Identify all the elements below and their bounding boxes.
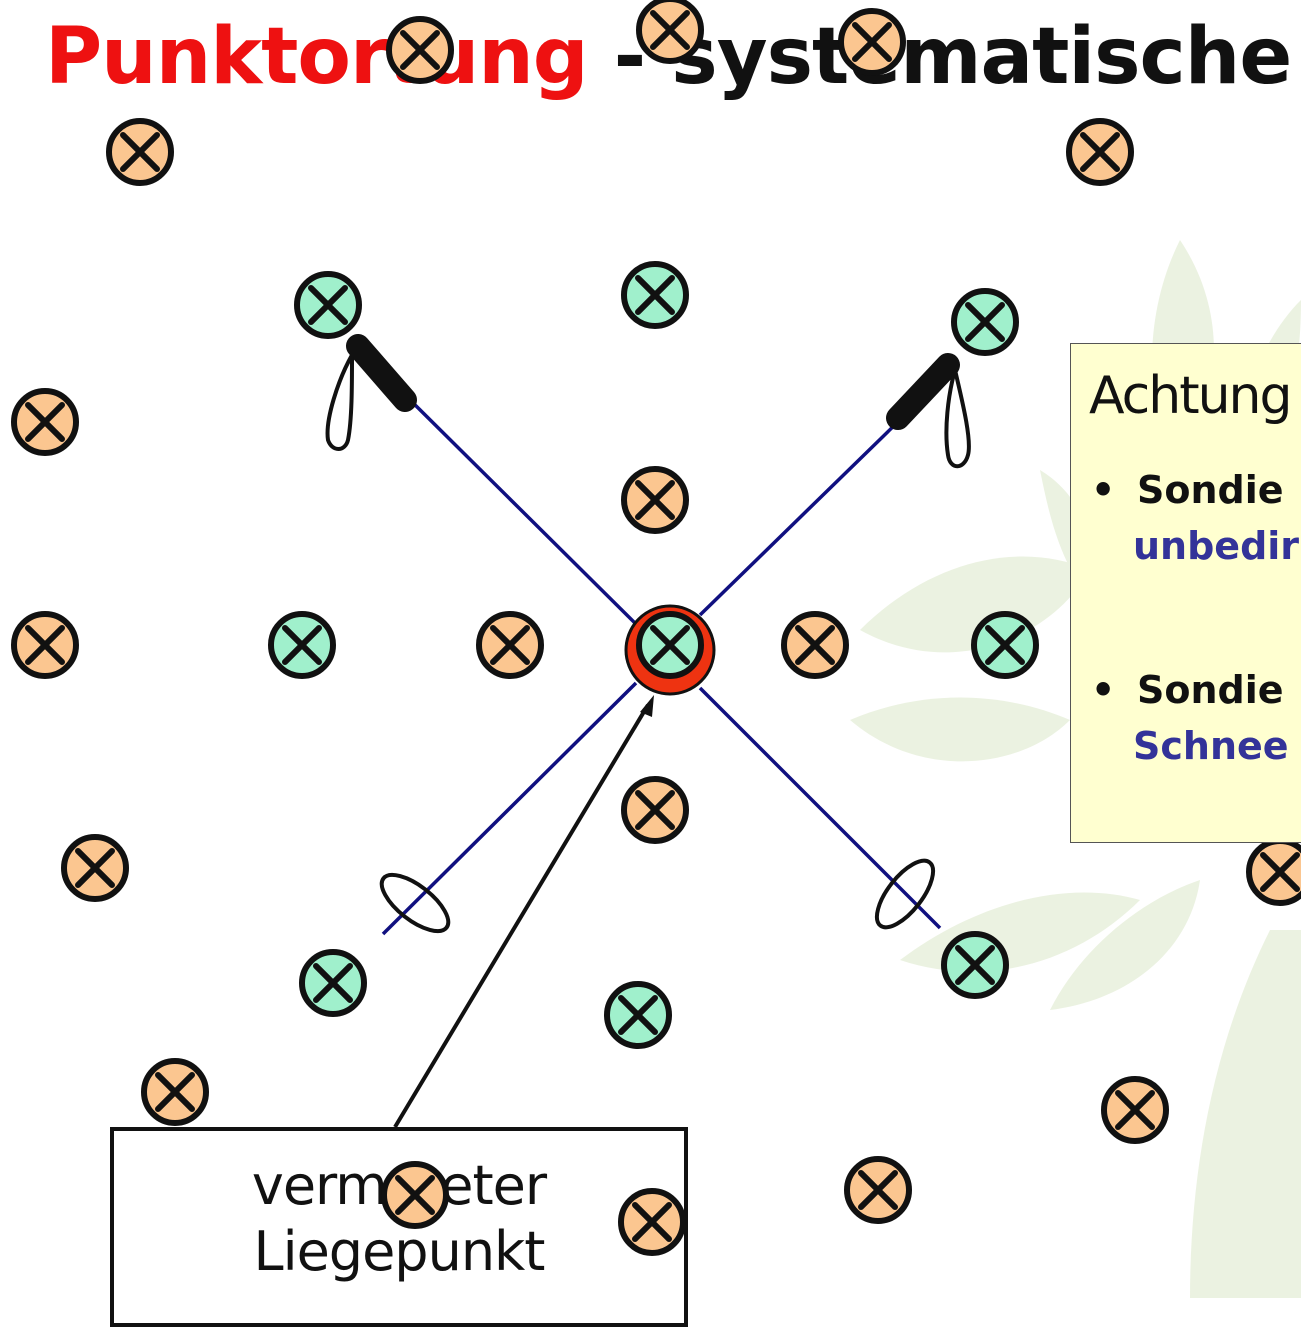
warning-callout: Achtung • Sondie unbedir • Sondie Schnee	[1070, 343, 1301, 843]
probing-diagram	[11, 118, 1301, 1298]
circled-x-icon	[621, 466, 689, 534]
title-highlight: Punktortung	[45, 12, 589, 102]
probe-point-cross	[635, 480, 675, 520]
probe-points	[11, 118, 1301, 1224]
callout-bullet-2-text: Sondie	[1137, 668, 1284, 712]
circled-x-icon	[1246, 838, 1301, 906]
probe-point-cross	[1080, 132, 1120, 172]
circled-x-icon	[604, 981, 672, 1049]
circled-x-icon	[941, 931, 1009, 999]
leaf-petal-left-lower	[850, 697, 1070, 762]
circled-x-icon	[11, 611, 79, 679]
callout-bullet-1: • Sondie unbedir	[1091, 462, 1299, 574]
probe-point-cross	[795, 625, 835, 665]
probe-point-cross	[120, 132, 160, 172]
probe-point-cross	[75, 848, 115, 888]
leaf-stem	[1190, 930, 1301, 1298]
probe-point-cross	[635, 275, 675, 315]
ski-pole-icon-right	[886, 353, 971, 469]
probe-line-lower-right	[698, 686, 942, 930]
probe-point-cross	[965, 302, 1005, 342]
probe-point-cross	[955, 945, 995, 985]
probe-point-cross	[858, 1170, 898, 1210]
pole-basket-right	[874, 858, 936, 930]
callout-bullet-1-text: Sondie	[1137, 468, 1284, 512]
circled-x-icon	[476, 611, 544, 679]
bullet-dot-icon: •	[1091, 468, 1116, 512]
circled-x-icon	[971, 611, 1039, 679]
pole-basket-left	[379, 872, 451, 934]
leaf-petal-lower-left	[1050, 880, 1200, 1010]
circled-x-icon	[951, 288, 1019, 356]
probe-line-upper-left	[398, 388, 642, 630]
probe-point-cross	[282, 625, 322, 665]
probe-point-cross	[985, 625, 1025, 665]
callout-bullet-2-emphasis: Schnee	[1133, 724, 1289, 768]
circled-x-icon	[61, 834, 129, 902]
circled-x-icon	[1101, 1076, 1169, 1144]
callout-heading: Achtung	[1089, 366, 1293, 426]
circled-x-icon	[11, 388, 79, 456]
circled-x-icon	[621, 261, 689, 329]
circled-x-icon	[636, 611, 704, 679]
label-line-1: vermuteter	[251, 1154, 547, 1217]
pointer-arrow-line	[393, 703, 650, 1129]
pointer-arrow-head	[640, 695, 654, 717]
probe-lines	[381, 388, 942, 936]
leaf-petal-left	[860, 556, 1090, 653]
circled-x-icon	[268, 611, 336, 679]
circled-x-icon	[141, 1058, 209, 1126]
circled-x-icon	[294, 271, 362, 339]
probe-line-upper-right	[698, 413, 907, 617]
probe-point-cross	[650, 625, 690, 665]
probe-point-cross	[635, 790, 675, 830]
probe-point-cross	[490, 625, 530, 665]
bullet-dot-icon: •	[1091, 668, 1116, 712]
circled-x-icon	[1066, 118, 1134, 186]
callout-bullet-2: • Sondie Schnee	[1091, 662, 1289, 774]
probe-point-cross	[1115, 1090, 1155, 1130]
pole-strap-left	[325, 347, 355, 451]
pole-grip-right	[886, 353, 960, 430]
probe-point-cross	[25, 402, 65, 442]
probe-point-cross	[1260, 852, 1300, 892]
circled-x-icon	[106, 118, 174, 186]
probe-point-cross	[308, 285, 348, 325]
circled-x-icon	[621, 776, 689, 844]
suspected-location-box: vermuteter Liegepunkt	[110, 1127, 688, 1327]
circled-x-icon	[844, 1156, 912, 1224]
pole-strap-right	[944, 369, 971, 469]
pointer-arrow	[393, 695, 654, 1129]
label-line-2: Liegepunkt	[253, 1220, 546, 1283]
probe-line-lower-left	[381, 681, 638, 936]
circled-x-icon	[299, 949, 367, 1017]
probe-point-cross	[25, 625, 65, 665]
ski-pole-icon-left	[325, 334, 417, 451]
callout-bullet-1-emphasis: unbedir	[1133, 524, 1300, 568]
probe-point-circle	[1246, 838, 1301, 906]
page-title: Punktortung - systematische	[45, 18, 1292, 96]
circled-x-icon	[781, 611, 849, 679]
pole-grip-left	[346, 334, 417, 412]
probe-point-cross	[618, 995, 658, 1035]
probe-point-cross	[155, 1072, 195, 1112]
title-rest: - systematische	[587, 12, 1292, 102]
probe-point-cross	[313, 963, 353, 1003]
